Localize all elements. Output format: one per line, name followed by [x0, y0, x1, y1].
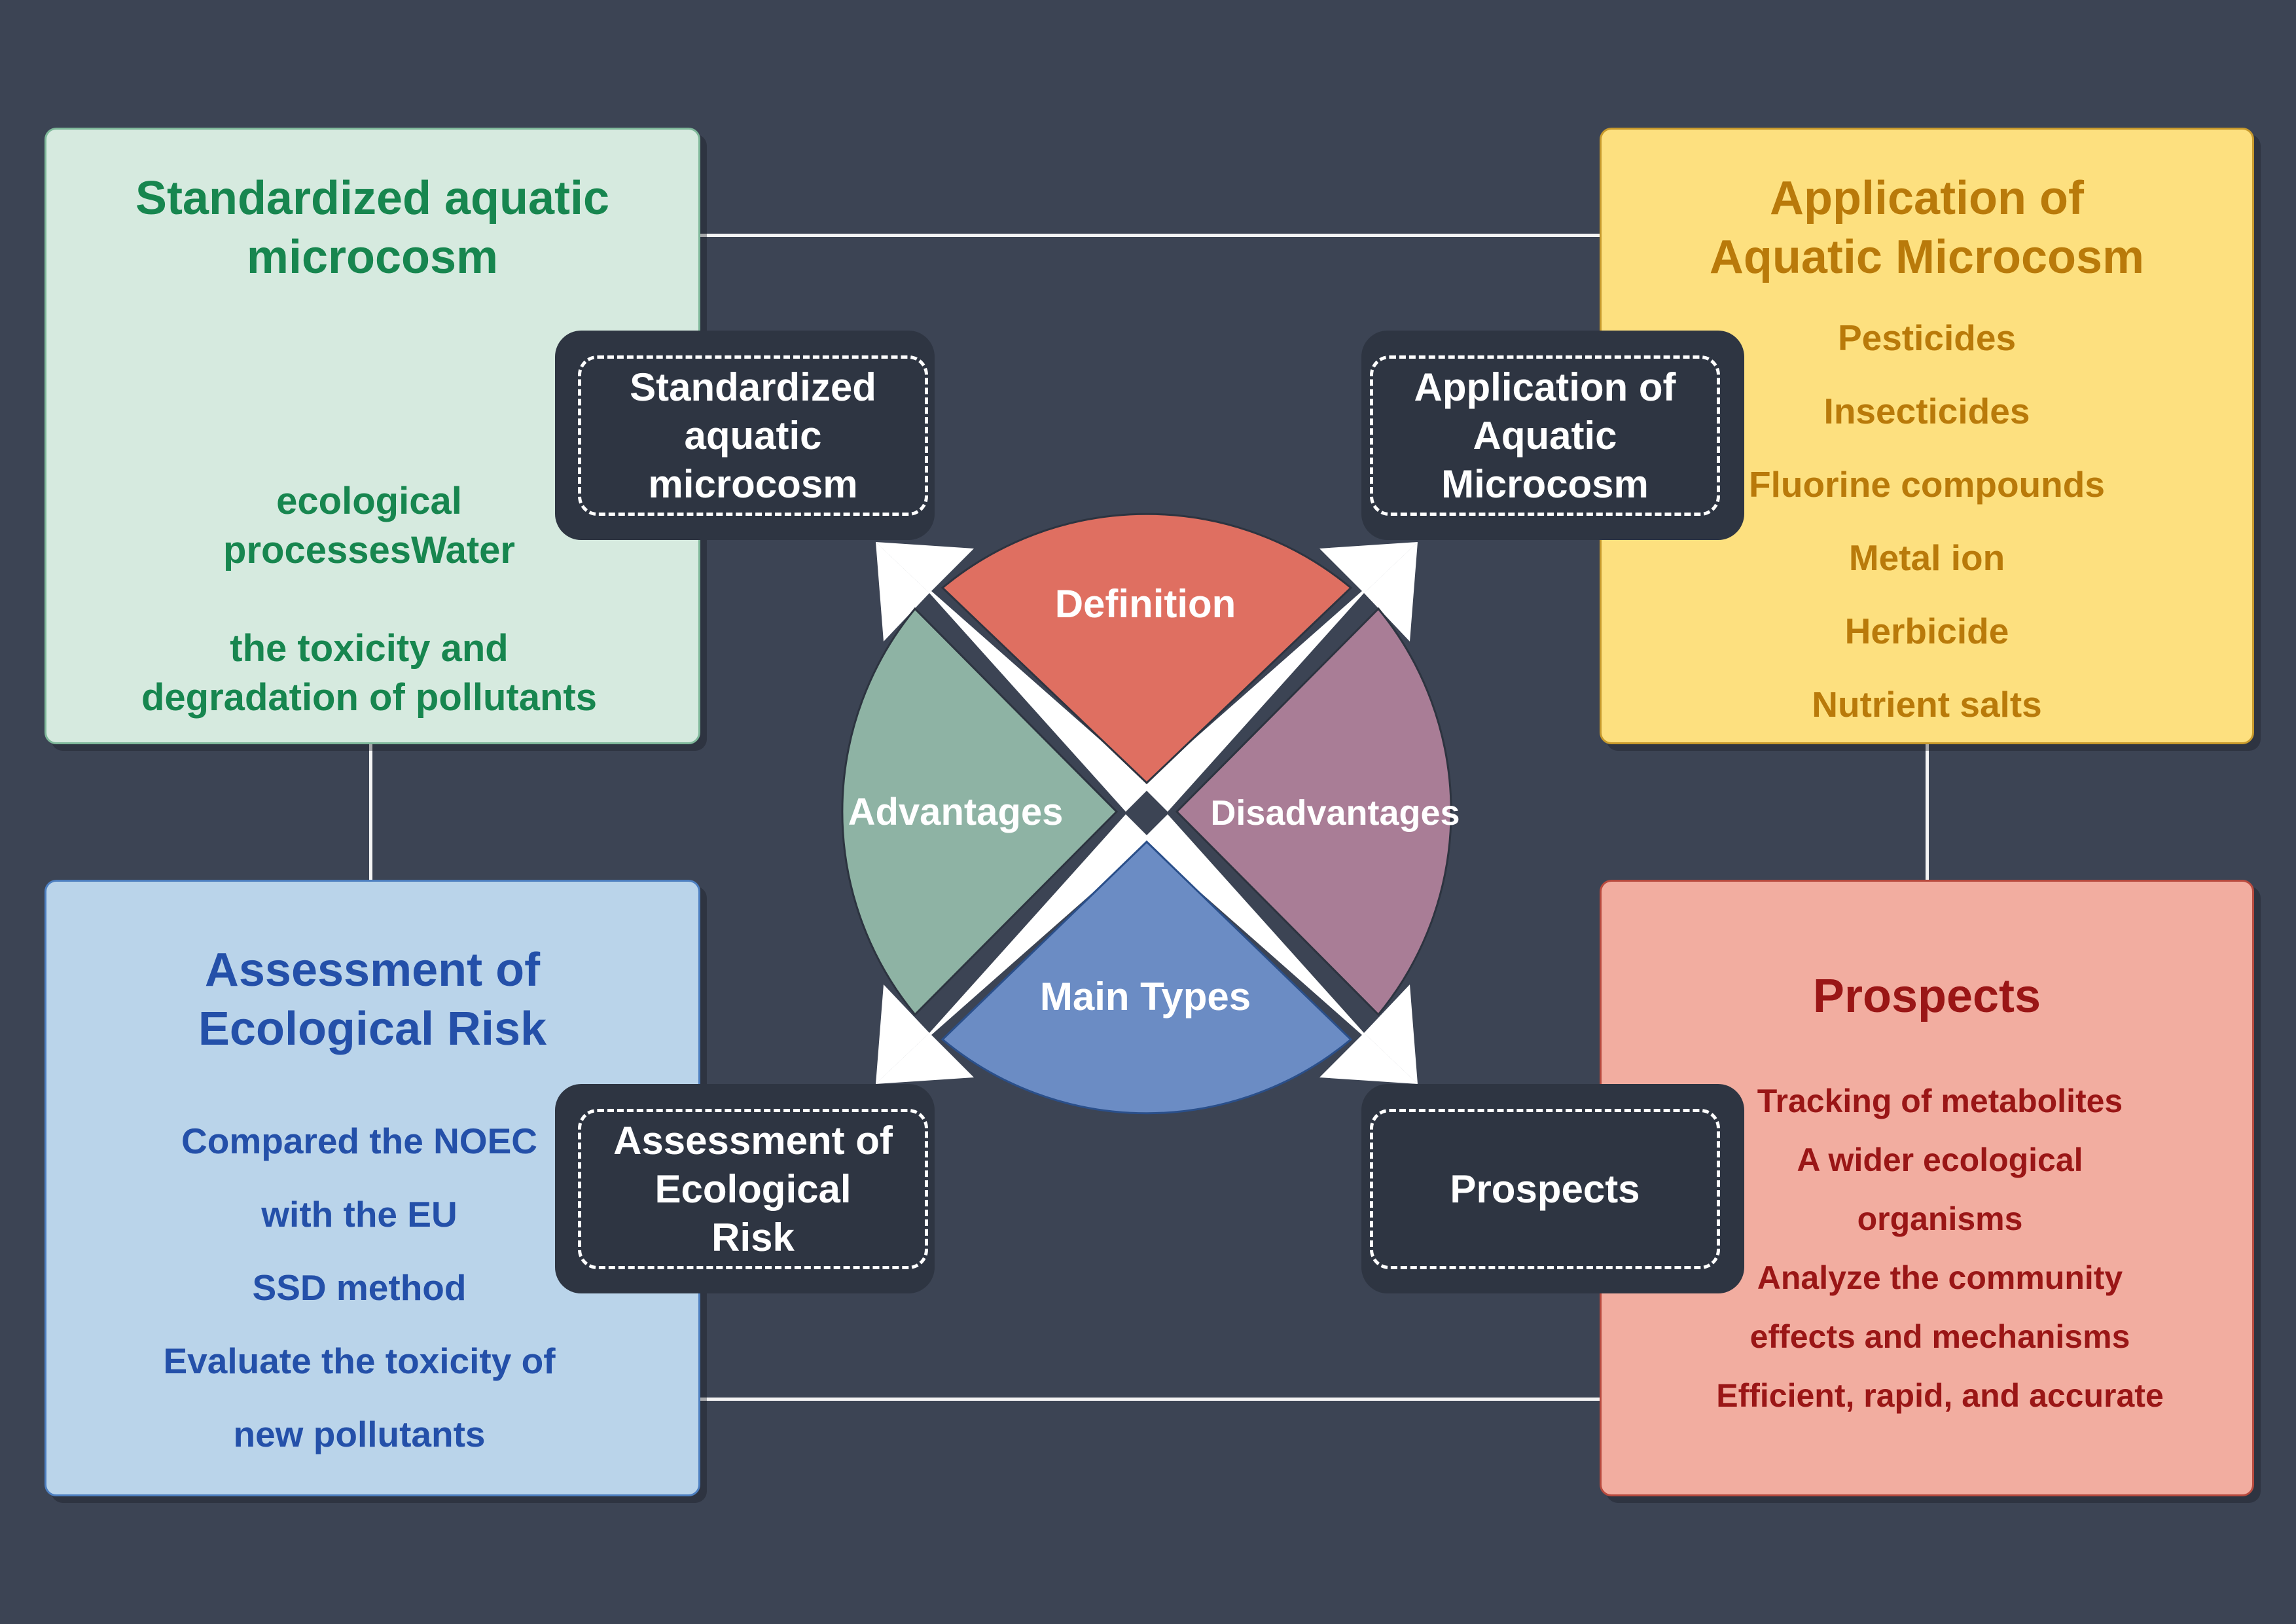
diagonal-arrows	[876, 542, 1418, 1084]
box-items: ecological processesWater the toxicity a…	[40, 477, 698, 722]
label-line: Assessment of	[613, 1118, 893, 1163]
box-title-line: Application of	[1770, 172, 2084, 225]
box-item: degradation of pollutants	[141, 676, 597, 719]
box-title-line: microcosm	[246, 231, 499, 283]
segment-label-main-types: Main Types	[1040, 975, 1251, 1019]
box-item: Metal ion	[1848, 537, 2005, 578]
box-title-line: Ecological Risk	[198, 1003, 547, 1055]
connector-bottom	[700, 1398, 1600, 1401]
connector-left	[369, 744, 372, 880]
label-line: Prospects	[1450, 1166, 1640, 1211]
connector-top	[700, 234, 1600, 237]
box-item: Tracking of metabolites	[1757, 1083, 2123, 1119]
segment-label-definition: Definition	[1055, 582, 1236, 626]
connector-right	[1926, 744, 1929, 880]
segment-definition	[941, 513, 1353, 785]
box-item: Analyze the community	[1757, 1259, 2123, 1296]
arrow-up-left	[876, 542, 1152, 812]
label-line: Application of	[1414, 365, 1676, 409]
segment-label-advantages: Advantages	[848, 791, 1064, 833]
box-title-line: Prospects	[1812, 970, 2041, 1022]
box-items: Pesticides Insecticides Fluorine compoun…	[1602, 301, 2252, 741]
box-item: the toxicity and	[230, 627, 509, 670]
label-dashed-bottom-left: Assessment of Ecological Risk	[578, 1109, 928, 1269]
box-title: Application of Aquatic Microcosm	[1602, 169, 2252, 287]
box-item: SSD method	[252, 1267, 467, 1308]
box-item: new pollutants	[233, 1414, 486, 1454]
box-item: effects and mechanisms	[1749, 1318, 2130, 1355]
label-line: Standardized	[630, 365, 876, 409]
box-items: Tracking of metabolites A wider ecologic…	[1628, 1072, 2252, 1425]
arrow-down-left	[876, 814, 1152, 1084]
box-item: A wider ecological	[1797, 1142, 2083, 1178]
box-item: Nutrient salts	[1812, 684, 2042, 725]
label-line: Aquatic	[1473, 413, 1617, 458]
box-title-line: Assessment of	[204, 944, 541, 996]
box-item: Insecticides	[1823, 391, 2030, 431]
box-item: organisms	[1857, 1200, 2023, 1237]
box-item: with the EU	[261, 1194, 457, 1235]
label-line: Risk	[711, 1215, 795, 1259]
box-item: Efficient, rapid, and accurate	[1716, 1377, 2164, 1414]
label-line: microcosm	[648, 461, 858, 506]
arrow-up-right	[1141, 542, 1418, 812]
label-dashed-top-right: Application of Aquatic Microcosm	[1370, 355, 1720, 516]
box-item: processesWater	[223, 529, 515, 571]
label-card-bottom-left: Assessment of Ecological Risk	[555, 1084, 935, 1293]
label-line: aquatic	[684, 413, 822, 458]
box-item: Herbicide	[1844, 611, 2009, 651]
box-title-line: Aquatic Microcosm	[1709, 231, 2145, 283]
label-dashed-top-left: Standardized aquatic microcosm	[578, 355, 928, 516]
box-title: Prospects	[1602, 967, 2252, 1026]
box-title: Standardized aquatic microcosm	[46, 169, 698, 287]
label-line: Ecological	[655, 1166, 852, 1211]
label-card-top-right: Application of Aquatic Microcosm	[1361, 331, 1744, 540]
label-line: Microcosm	[1441, 461, 1649, 506]
segment-main-types	[941, 840, 1353, 1115]
box-title: Assessment of Ecological Risk	[46, 941, 698, 1058]
segment-disadvantages	[1175, 607, 1452, 1017]
box-items: Compared the NOEC with the EU SSD method…	[20, 1104, 698, 1471]
box-title-line: Standardized aquatic	[135, 172, 610, 225]
arrow-down-right	[1141, 814, 1418, 1084]
box-item: Fluorine compounds	[1749, 464, 2105, 505]
segment-label-disadvantages: Disadvantages	[1210, 793, 1460, 833]
box-item: Compared the NOEC	[181, 1121, 537, 1161]
box-item: ecological	[276, 480, 462, 522]
segment-advantages	[841, 607, 1119, 1017]
label-dashed-bottom-right: Prospects	[1370, 1109, 1720, 1269]
label-card-bottom-right: Prospects	[1361, 1084, 1744, 1293]
box-item: Evaluate the toxicity of	[163, 1341, 556, 1381]
label-card-top-left: Standardized aquatic microcosm	[555, 331, 935, 540]
box-item: Pesticides	[1837, 317, 2017, 358]
